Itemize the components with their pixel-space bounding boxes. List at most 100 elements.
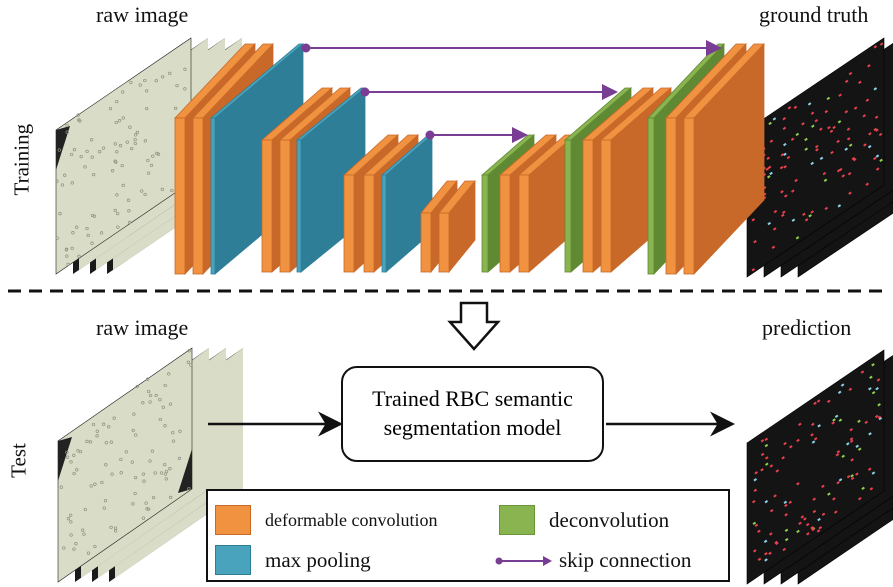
cell-label-mark: [763, 539, 768, 544]
cell-label-mark: [764, 499, 769, 504]
cell-mark: [160, 187, 164, 191]
cell-label-mark: [754, 523, 759, 528]
cell-mark: [65, 455, 70, 459]
cell-mark: [92, 214, 97, 218]
cell-label-mark: [811, 527, 816, 532]
training-section-label: Training: [9, 123, 34, 196]
cell-mark: [113, 208, 117, 213]
cell-mark: [146, 377, 150, 381]
cell-label-mark: [868, 432, 872, 436]
cell-mark: [101, 422, 106, 426]
cell-label-mark: [781, 456, 785, 460]
cell-label-mark: [871, 363, 875, 367]
test-section-label: Test: [6, 443, 31, 478]
cell-label-mark: [876, 378, 881, 382]
cell-mark: [145, 89, 149, 93]
cell-label-mark: [769, 171, 773, 176]
cell-label-mark: [877, 415, 882, 419]
cell-label-mark: [829, 129, 834, 133]
cell-mark: [134, 433, 138, 437]
model-box-line1: Trained RBC semantic: [372, 386, 573, 411]
cell-label-mark: [813, 401, 817, 406]
cell-label-mark: [826, 96, 831, 101]
raw-image-label-top: raw image: [96, 2, 189, 27]
cell-label-mark: [851, 156, 856, 161]
cell-mark: [85, 149, 89, 154]
cell-mark: [187, 487, 191, 491]
cell-mark: [66, 517, 71, 521]
image-corner: [178, 449, 192, 493]
cell-label-mark: [769, 532, 773, 536]
cell-mark: [119, 457, 123, 462]
cell-label-mark: [772, 227, 777, 231]
cell-label-mark: [878, 132, 883, 137]
cell-label-mark: [832, 418, 836, 422]
prediction-label: prediction: [762, 315, 852, 340]
cell-mark: [158, 398, 162, 402]
cell-label-mark: [772, 117, 777, 121]
cell-mark: [118, 144, 123, 148]
cell-mark: [154, 393, 158, 398]
cell-label-mark: [810, 525, 814, 530]
cell-label-mark: [823, 178, 828, 182]
cell-label-mark: [791, 218, 796, 222]
cell-mark: [93, 544, 97, 549]
cell-label-mark: [874, 414, 879, 419]
cell-label-mark: [853, 106, 858, 110]
cell-mark: [70, 181, 74, 185]
cell-mark: [109, 440, 113, 444]
cell-mark: [69, 520, 73, 524]
cell-mark: [70, 246, 74, 251]
skip-connection-3-start: [425, 130, 435, 140]
pool-block-face: [296, 139, 302, 273]
conv-block-face: [499, 174, 511, 273]
cell-label-mark: [875, 128, 879, 132]
cell-label-mark: [875, 167, 880, 171]
cell-mark: [72, 547, 76, 551]
cell-mark: [151, 154, 155, 158]
conv-block-face: [343, 174, 355, 273]
cell-label-mark: [838, 478, 843, 482]
image-corner: [56, 126, 70, 170]
trained-model-box: Trained RBC semantic segmentation model: [341, 366, 604, 462]
cell-mark: [149, 163, 154, 168]
cell-mark: [146, 171, 151, 175]
cell-label-mark: [783, 500, 788, 505]
cell-mark: [159, 471, 164, 475]
cell-mark: [145, 106, 149, 111]
cell-mark: [86, 551, 91, 555]
cell-mark: [69, 513, 73, 517]
cell-mark: [69, 152, 74, 157]
cell-mark: [69, 533, 73, 537]
cell-mark: [58, 212, 62, 216]
cell-mark: [124, 450, 128, 454]
cell-label-mark: [782, 126, 787, 131]
cell-label-mark: [869, 375, 873, 380]
image-corner: [58, 437, 72, 481]
cell-mark: [101, 146, 106, 150]
cell-label-mark: [764, 437, 769, 442]
conv-block-face: [279, 139, 291, 273]
cell-mark: [75, 225, 79, 229]
cell-label-mark: [835, 453, 840, 457]
cell-label-mark: [760, 439, 765, 443]
cell-mark: [55, 179, 59, 183]
cell-mark: [72, 471, 76, 476]
cell-mark: [112, 416, 116, 420]
cell-mark: [144, 501, 148, 505]
cell-label-mark: [838, 93, 842, 97]
conv-block-face: [363, 174, 375, 273]
cell-label-mark: [805, 522, 810, 527]
cell-label-mark: [786, 155, 791, 160]
cell-mark: [86, 233, 90, 238]
cell-label-mark: [824, 206, 829, 211]
cell-label-mark: [812, 497, 817, 501]
cell-label-mark: [841, 454, 846, 458]
cell-mark: [161, 405, 165, 409]
cell-mark: [133, 133, 138, 137]
cell-label-mark: [795, 236, 800, 240]
cell-label-mark: [784, 503, 788, 508]
cell-label-mark: [836, 139, 840, 144]
conv-block-face: [438, 212, 450, 273]
cell-label-mark: [875, 154, 880, 158]
